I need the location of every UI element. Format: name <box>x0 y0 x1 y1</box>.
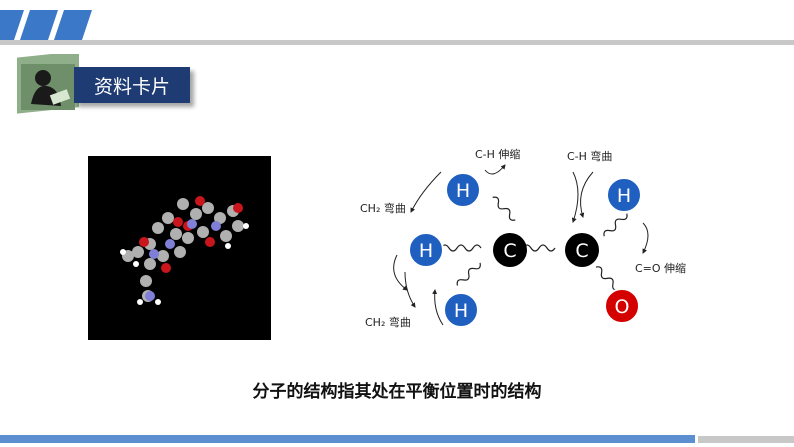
top-decorative-bars <box>0 10 92 40</box>
hydrogen-atom-left: H <box>408 232 444 268</box>
oxygen-atom: O <box>604 288 640 324</box>
svg-text:C: C <box>575 240 588 262</box>
carbon-atom-right: C <box>565 233 599 267</box>
svg-text:H: H <box>454 300 468 322</box>
hydrogen-atom-bottom-left: H <box>443 292 479 328</box>
spring-c-c <box>522 244 556 252</box>
label-co-stretch: C=O 伸缩 <box>635 262 686 275</box>
carbon-atom-left: C <box>493 233 527 267</box>
hydrogen-atom-right: H <box>606 177 642 213</box>
label-ch-bend: C-H 弯曲 <box>567 149 612 163</box>
hydrogen-atom-top-left: H <box>445 172 481 208</box>
spring-c1-h-top <box>492 196 516 221</box>
bottom-divider-gray <box>698 436 794 443</box>
spring-c2-o <box>595 266 619 291</box>
reading-person-icon <box>17 54 79 114</box>
label-ch-stretch: C-H 伸缩 <box>475 148 520 161</box>
protein-molecule-render <box>120 196 249 305</box>
svg-text:H: H <box>456 180 470 202</box>
label-ch2-bend-bottom: CH₂ 弯曲 <box>365 315 411 329</box>
caption-text: 分子的结构指其处在平衡位置时的结构 <box>252 382 542 402</box>
protein-structure-image <box>88 156 271 340</box>
svg-text:H: H <box>617 185 631 207</box>
bottom-divider-blue <box>0 435 695 443</box>
spring-c1-h-bottom <box>456 262 481 286</box>
spring-c2-h <box>603 213 628 237</box>
label-ch2-bend-top: CH₂ 弯曲 <box>360 201 406 215</box>
molecular-vibration-diagram: H H H C C H O C-H 伸缩 C-H 弯 <box>360 148 686 329</box>
vibration-arrows <box>393 164 649 326</box>
svg-text:H: H <box>419 240 433 262</box>
page-title: 资料卡片 <box>74 67 190 103</box>
spring-c1-h-left <box>440 244 482 252</box>
svg-text:C: C <box>503 240 516 262</box>
top-divider <box>0 40 794 45</box>
svg-text:O: O <box>615 296 630 318</box>
